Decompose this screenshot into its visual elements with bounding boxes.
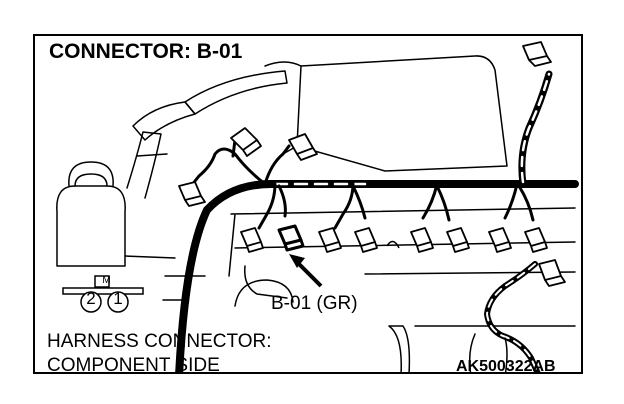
reservoir-neck	[74, 173, 108, 187]
intake-tube	[184, 70, 288, 115]
engine-cover	[296, 55, 508, 172]
drop-3	[333, 182, 355, 230]
connector-row-7	[488, 227, 512, 253]
drop-2	[277, 184, 287, 218]
diagram-frame: CONNECTOR: B-01 B-01 (GR) HARNESS CONNEC…	[33, 34, 583, 374]
connector-row-4	[354, 227, 378, 253]
connector-row-5	[410, 227, 434, 253]
pin-number-1: 1	[113, 289, 123, 308]
connector-b01	[277, 224, 305, 252]
connector-row-6	[446, 227, 470, 253]
pulley	[234, 279, 294, 307]
connector-lower-right	[538, 259, 566, 287]
connector-face-symbol	[62, 275, 144, 313]
connector-upper-3	[178, 181, 206, 207]
drop-5	[503, 182, 519, 220]
connector-row-8	[524, 227, 548, 253]
drop-1	[257, 182, 277, 230]
reservoir-cap	[68, 161, 114, 187]
figure-code: AK500322AB	[456, 358, 556, 374]
b01-pointer-arrow	[289, 254, 323, 288]
connector-row-3	[318, 227, 342, 253]
component-side-label: COMPONENT SIDE	[47, 355, 220, 374]
main-harness	[175, 180, 579, 372]
branch-harness-left	[189, 147, 267, 188]
connector-upper-2	[288, 133, 318, 161]
bracket	[388, 325, 411, 372]
harness-connector-label: HARNESS CONNECTOR:	[47, 331, 272, 352]
pin-number-2: 2	[86, 289, 96, 308]
pin-marker-m: M	[102, 275, 111, 286]
connector-row-1	[240, 227, 264, 253]
drop-4	[421, 182, 439, 220]
engine-block	[228, 207, 576, 277]
reservoir	[56, 185, 126, 267]
connector-upper-1	[230, 127, 262, 157]
coolant-pipe	[126, 131, 162, 199]
engine-bay-illustration	[56, 41, 579, 372]
connector-title: CONNECTOR: B-01	[49, 40, 243, 63]
connector-top-right	[522, 41, 552, 67]
connector-callout-label: B-01 (GR)	[271, 293, 358, 314]
